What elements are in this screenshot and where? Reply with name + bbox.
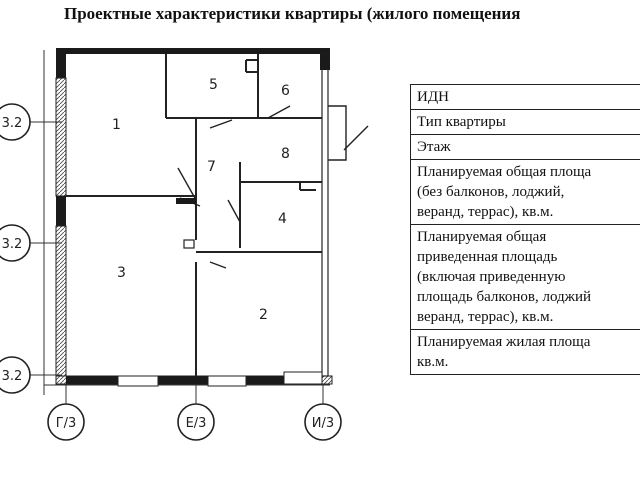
axis-markers — [0, 103, 342, 441]
table-row: Планируемая общая приведенная площадь (в… — [410, 224, 640, 330]
room-label: 2 — [259, 307, 268, 323]
axis-marker-label: 3.2 — [2, 116, 23, 131]
table-cell: Планируемая общая приведенная площадь (в… — [410, 224, 640, 330]
table-cell: Тип квартиры — [410, 109, 640, 135]
table-row: Этаж — [410, 134, 640, 160]
page-title: Проектные характеристики квартиры (жилог… — [64, 4, 521, 23]
room-label: 5 — [209, 77, 218, 93]
axis-lines — [30, 50, 330, 404]
room-label: 6 — [281, 83, 290, 99]
axis-marker-label: Е/3 — [186, 416, 207, 431]
wall-column — [176, 198, 196, 204]
floor-plan: 1 2 3 4 5 6 7 8 3.2 3.2 3.2 Г/3 Е/3 И/3 — [0, 48, 369, 441]
room-labels: 1 2 3 4 5 6 7 8 — [112, 77, 290, 323]
interior-walls — [66, 54, 322, 376]
wall-column — [183, 239, 195, 249]
table-row: Планируемая жилая площа кв.м. — [410, 329, 640, 375]
room-label: 1 — [112, 117, 121, 133]
room-label: 8 — [281, 146, 290, 162]
axis-marker-label: 3.2 — [2, 369, 23, 384]
table-cell: Планируемая общая площа (без балконов, л… — [410, 159, 640, 225]
exterior-walls — [55, 48, 333, 385]
room-label: 3 — [117, 265, 126, 281]
axis-marker-label: Г/3 — [56, 416, 77, 431]
door-swings — [177, 105, 369, 269]
room-label: 7 — [207, 159, 216, 175]
room-label: 4 — [278, 211, 287, 227]
table-cell: Планируемая жилая площа кв.м. — [410, 329, 640, 375]
table-cell: Этаж — [410, 134, 640, 160]
axis-marker-label: И/3 — [312, 416, 334, 431]
table-row: ИДН — [410, 84, 640, 110]
table-row: Тип квартиры — [410, 109, 640, 135]
axis-marker-label: 3.2 — [2, 237, 23, 252]
windows — [117, 371, 323, 387]
table-row: Планируемая общая площа (без балконов, л… — [410, 159, 640, 225]
table-cell: ИДН — [410, 84, 640, 110]
spec-table: ИДН Тип квартиры Этаж Планируемая общая … — [410, 84, 640, 375]
